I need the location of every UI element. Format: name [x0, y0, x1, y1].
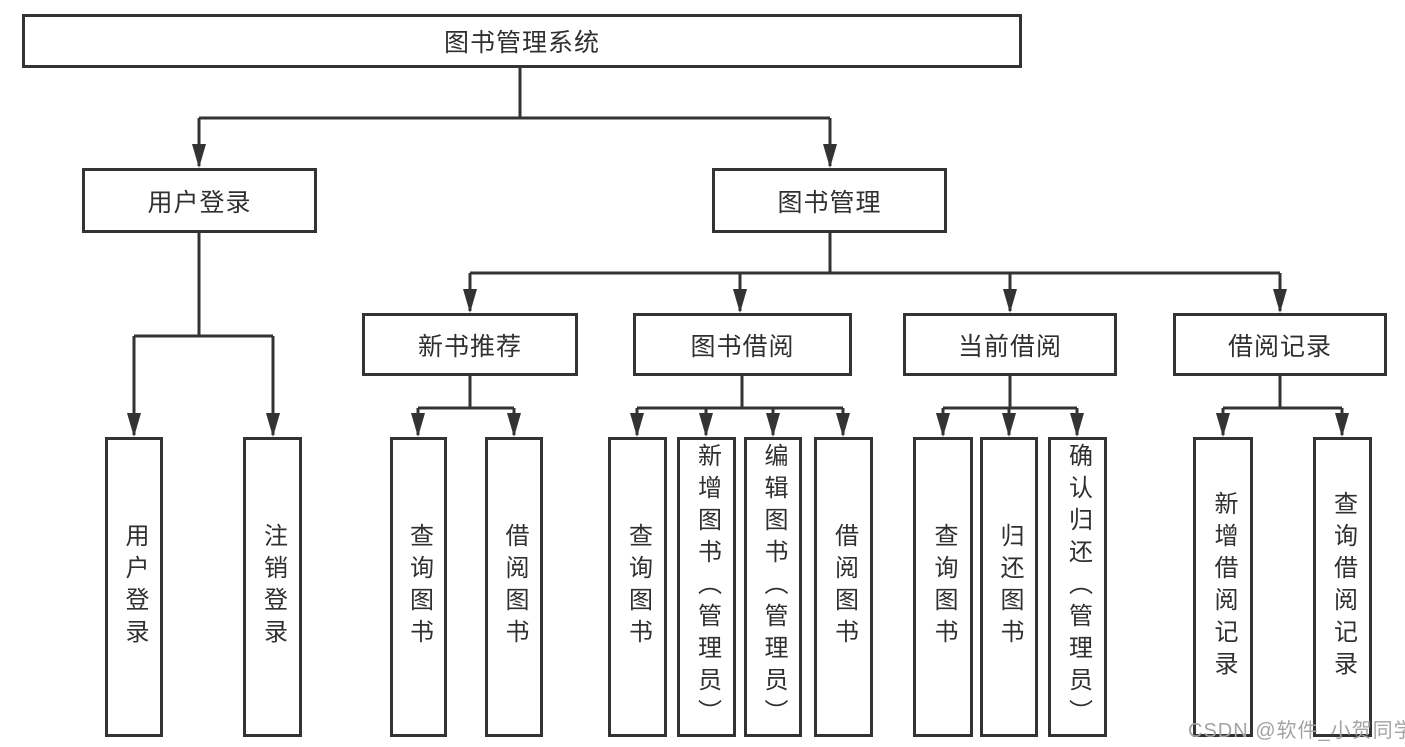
node-label: 借阅记录 [1227, 332, 1332, 361]
leaf-label: 归还图书 [996, 523, 1023, 651]
leaf-add-borrow-record: 新增借阅记录 [1193, 437, 1253, 737]
leaf-label: 借阅图书 [501, 523, 528, 651]
node-book-management: 图书管理 [712, 168, 947, 233]
node-label: 图书管理 [777, 188, 882, 217]
leaf-label: 查询图书 [624, 523, 652, 651]
leaf-logout: 注销登录 [243, 437, 302, 737]
leaf-label: 编辑图书（管理员） [760, 443, 787, 731]
leaf-label: 查询借阅记录 [1329, 491, 1357, 683]
node-label: 新书推荐 [417, 332, 522, 361]
node-label: 图书管理系统 [443, 29, 600, 57]
node-label: 图书借阅 [690, 332, 795, 361]
leaf-label: 查询图书 [405, 523, 433, 651]
leaf-confirm-return-admin: 确认归还（管理员） [1048, 437, 1107, 737]
leaf-label: 确认归还（管理员） [1064, 443, 1092, 731]
leaf-label: 新增图书（管理员） [693, 443, 721, 731]
node-label: 用户登录 [147, 188, 252, 217]
node-book-borrow: 图书借阅 [633, 313, 852, 376]
leaf-add-book-admin: 新增图书（管理员） [677, 437, 736, 737]
leaf-user-login: 用户登录 [105, 437, 163, 737]
leaf-label: 查询图书 [930, 523, 957, 651]
leaf-query-books-current: 查询图书 [913, 437, 973, 737]
leaf-label: 用户登录 [121, 523, 148, 651]
leaf-query-borrow-record: 查询借阅记录 [1313, 437, 1372, 737]
leaf-label: 新增借阅记录 [1210, 491, 1237, 683]
node-label: 当前借阅 [957, 332, 1062, 361]
node-new-book-recommend: 新书推荐 [362, 313, 578, 376]
node-user-login: 用户登录 [82, 168, 317, 233]
leaf-label: 注销登录 [259, 523, 287, 651]
leaf-query-books-borrow: 查询图书 [608, 437, 667, 737]
csdn-watermark: CSDN @软件_小贺同学 [1188, 720, 1405, 742]
leaf-edit-book-admin: 编辑图书（管理员） [744, 437, 802, 737]
node-borrow-records: 借阅记录 [1173, 313, 1387, 376]
leaf-borrow-books-recommend: 借阅图书 [485, 437, 543, 737]
leaf-label: 借阅图书 [830, 523, 858, 651]
leaf-borrow-books: 借阅图书 [814, 437, 873, 737]
leaf-query-books-recommend: 查询图书 [390, 437, 447, 737]
node-library-management-system: 图书管理系统 [22, 14, 1022, 68]
node-current-borrow: 当前借阅 [903, 313, 1117, 376]
leaf-return-book: 归还图书 [980, 437, 1038, 737]
